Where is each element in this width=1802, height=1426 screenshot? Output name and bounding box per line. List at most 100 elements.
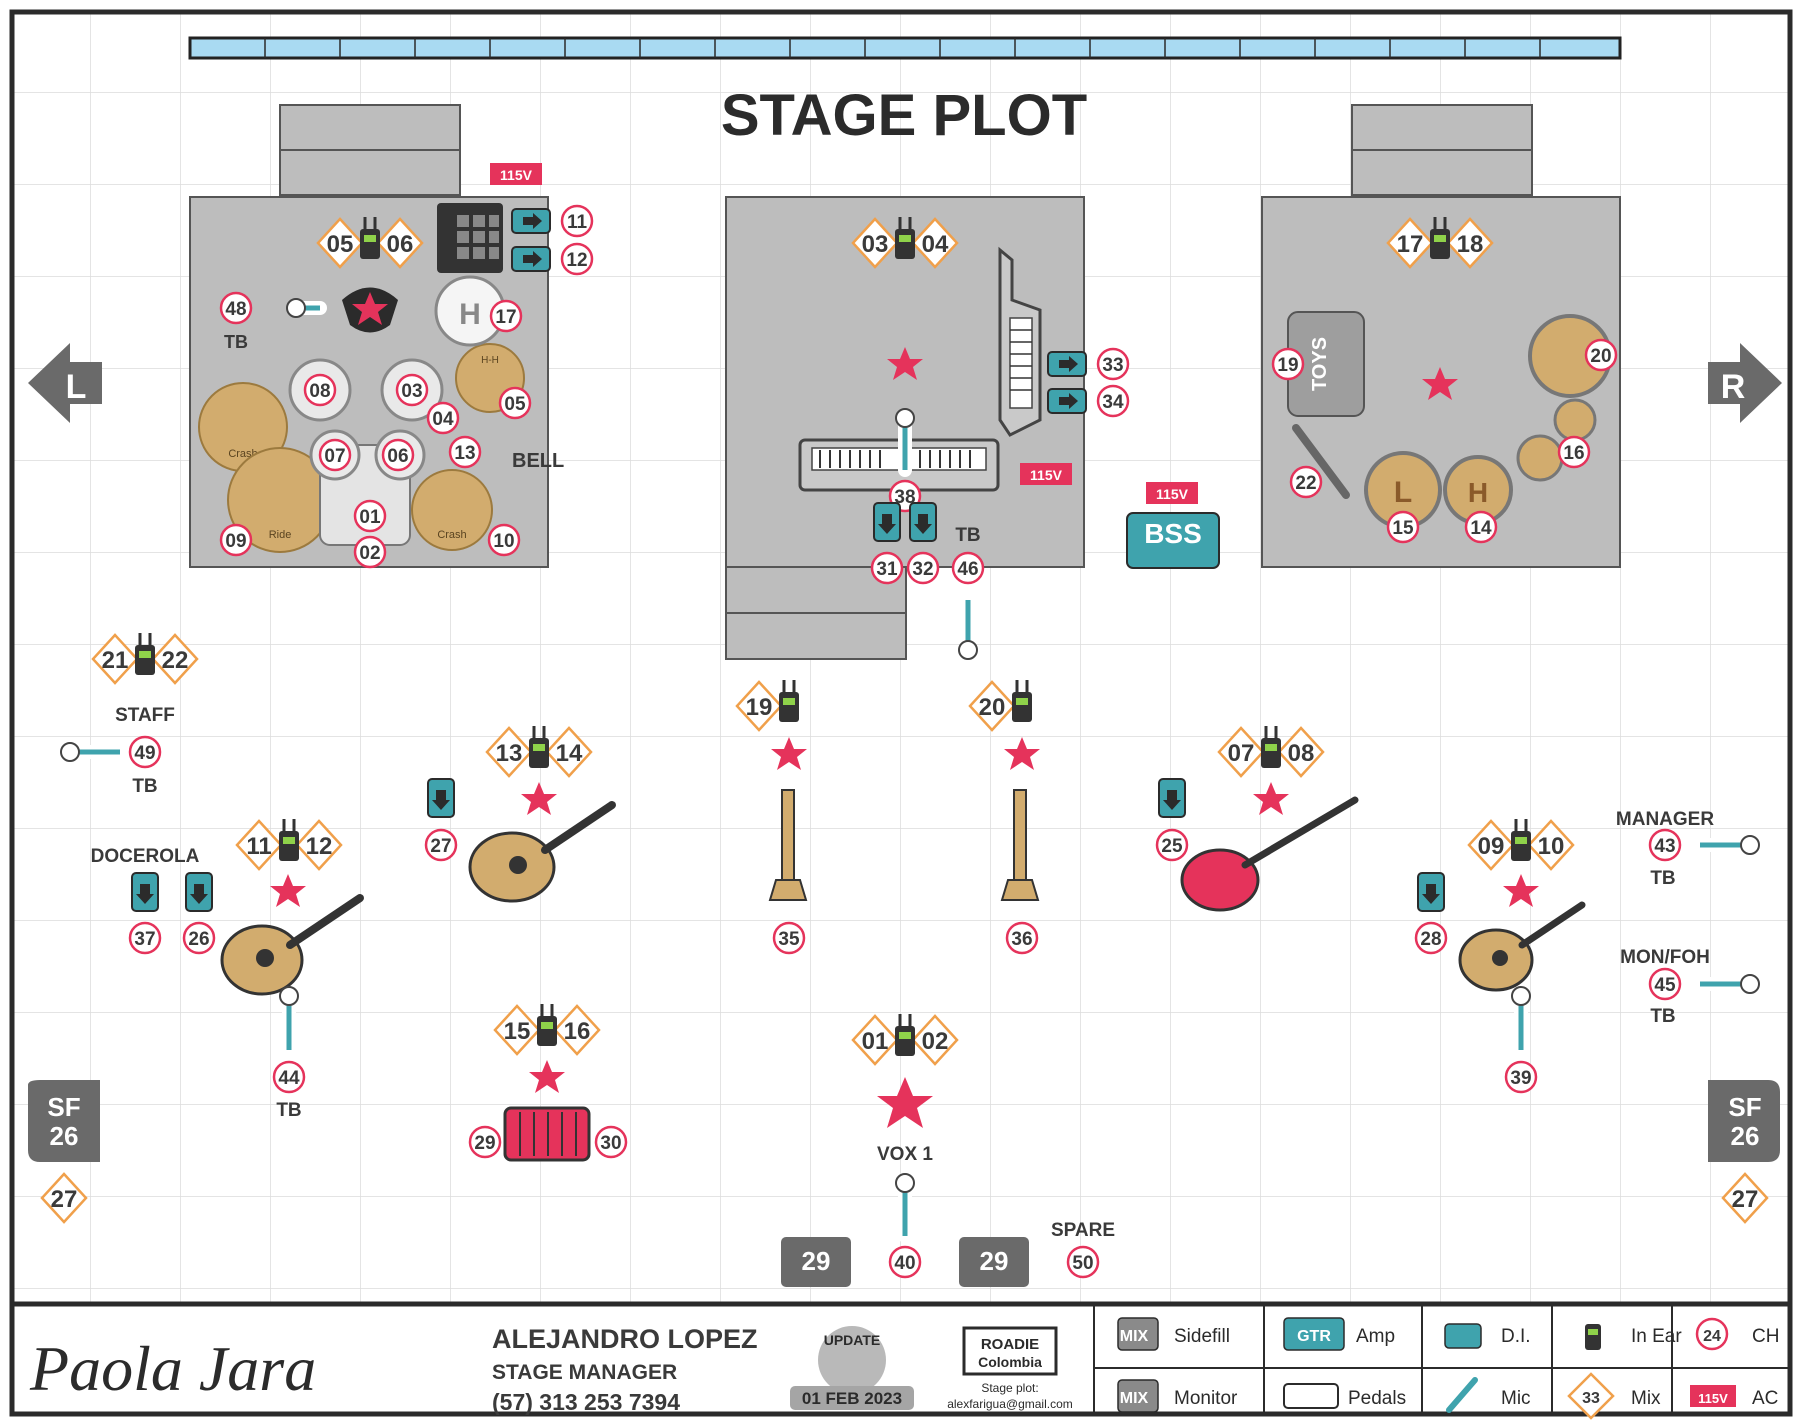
svg-text:46: 46 bbox=[957, 559, 978, 580]
keys-mix-03: 03 bbox=[851, 217, 899, 269]
ch-badge: 36 bbox=[1005, 921, 1039, 955]
vox-label: VOX 1 bbox=[877, 1144, 933, 1165]
ch-badge: 02 bbox=[353, 535, 387, 569]
svg-text:37: 37 bbox=[134, 929, 155, 950]
keyboard-rig bbox=[798, 246, 1042, 492]
vox-mix-02: 02 bbox=[911, 1014, 959, 1066]
svg-text:45: 45 bbox=[1654, 975, 1676, 996]
horn-right-mix-20: 20 bbox=[968, 680, 1016, 732]
svg-text:27: 27 bbox=[51, 1186, 78, 1213]
svg-text:H-H: H-H bbox=[481, 355, 499, 366]
svg-text:MIX: MIX bbox=[1120, 1328, 1149, 1345]
svg-text:CH: CH bbox=[1752, 1326, 1779, 1347]
ch-badge: 08 bbox=[303, 373, 337, 407]
ch-badge: 35 bbox=[772, 921, 806, 955]
svg-text:14: 14 bbox=[1470, 518, 1492, 539]
tb-label-43: TB bbox=[1650, 868, 1675, 889]
svg-text:H: H bbox=[459, 298, 481, 331]
accordion bbox=[503, 1106, 591, 1162]
svg-text:17: 17 bbox=[495, 307, 516, 328]
mic-icon bbox=[1511, 986, 1531, 1057]
svg-text:27: 27 bbox=[1732, 1186, 1759, 1213]
keys-mix-04: 04 bbox=[911, 217, 959, 269]
di-box-icon bbox=[511, 208, 551, 234]
svg-text:GTR: GTR bbox=[1297, 1328, 1331, 1345]
percussion-stand bbox=[1292, 424, 1350, 499]
accordion-mix-15: 15 bbox=[493, 1004, 541, 1056]
mic-icon bbox=[286, 298, 327, 318]
svg-text:50: 50 bbox=[1072, 1253, 1093, 1274]
ch-badge: 49 bbox=[128, 735, 162, 769]
in-ear-pack-icon bbox=[895, 217, 915, 259]
bass-guitar bbox=[1180, 796, 1359, 912]
legend-item: Pedals bbox=[1283, 1383, 1406, 1409]
bell-label: BELL bbox=[512, 450, 564, 472]
trumpet-right bbox=[1000, 789, 1040, 901]
accordion-mix-16: 16 bbox=[553, 1004, 601, 1056]
staff-mix-22: 22 bbox=[151, 633, 199, 685]
in-ear-pack-icon bbox=[1511, 819, 1531, 861]
artist-signature: Paola Jara bbox=[29, 1333, 316, 1404]
ch-badge: 30 bbox=[594, 1125, 628, 1159]
svg-text:15: 15 bbox=[504, 1018, 531, 1045]
ch-badge: 50 bbox=[1066, 1245, 1100, 1279]
di-box-icon bbox=[511, 246, 551, 272]
svg-text:TOYS: TOYS bbox=[1309, 337, 1331, 391]
svg-text:12: 12 bbox=[306, 833, 333, 860]
svg-text:06: 06 bbox=[387, 446, 408, 467]
guitar-center-mix-14: 14 bbox=[545, 726, 593, 778]
svg-text:08: 08 bbox=[309, 381, 330, 402]
svg-text:29: 29 bbox=[980, 1246, 1009, 1276]
floor-monitor-left: 29 bbox=[781, 1237, 851, 1287]
ch-badge: 45 bbox=[1648, 967, 1682, 1001]
svg-text:UPDATE: UPDATE bbox=[824, 1332, 881, 1348]
staff-mix-21: 21 bbox=[91, 633, 139, 685]
svg-text:10: 10 bbox=[1538, 833, 1565, 860]
svg-text:MIX: MIX bbox=[1120, 1390, 1149, 1407]
sidefill-mix-right: 27 bbox=[1721, 1172, 1769, 1224]
svg-text:Amp: Amp bbox=[1356, 1326, 1395, 1347]
crash-cymbal-right bbox=[411, 469, 493, 551]
di-box-icon bbox=[427, 778, 455, 818]
svg-text:20: 20 bbox=[979, 694, 1006, 721]
stage-left-arrow: L bbox=[28, 343, 102, 423]
guitar-center-mix-13: 13 bbox=[485, 726, 533, 778]
tb-label-44: TB bbox=[276, 1100, 301, 1121]
ch-badge: 46 bbox=[951, 551, 985, 585]
acoustic-guitar-right bbox=[1458, 901, 1586, 992]
svg-text:32: 32 bbox=[912, 559, 933, 580]
perc-mix-18: 18 bbox=[1446, 217, 1494, 269]
svg-text:26: 26 bbox=[188, 929, 209, 950]
mic-icon bbox=[1693, 835, 1760, 855]
svg-text:L: L bbox=[1394, 476, 1412, 509]
svg-text:115V: 115V bbox=[500, 167, 533, 183]
svg-text:22: 22 bbox=[162, 647, 189, 674]
update-stamp: UPDATE 01 FEB 2023 bbox=[790, 1326, 914, 1410]
svg-text:27: 27 bbox=[430, 836, 451, 857]
legend-item: GTR Amp bbox=[1283, 1317, 1395, 1351]
di-box-icon bbox=[909, 502, 937, 542]
svg-text:33: 33 bbox=[1102, 355, 1123, 376]
svg-text:10: 10 bbox=[493, 531, 514, 552]
ch-badge: 19 bbox=[1271, 347, 1305, 381]
svg-text:BSS: BSS bbox=[1144, 518, 1202, 549]
ch-badge: 12 bbox=[560, 242, 594, 276]
svg-text:06: 06 bbox=[387, 231, 414, 258]
svg-text:29: 29 bbox=[474, 1133, 495, 1154]
svg-text:Colombia: Colombia bbox=[978, 1354, 1042, 1370]
ch-badge: 06 bbox=[381, 438, 415, 472]
power-badge-bss: 115V bbox=[1146, 482, 1198, 504]
di-box-icon bbox=[1047, 388, 1087, 414]
manager-role: STAGE MANAGER bbox=[492, 1361, 677, 1384]
ch-badge: 43 bbox=[1648, 828, 1682, 862]
ch-badge: 17 bbox=[489, 299, 523, 333]
in-ear-pack-icon bbox=[1261, 726, 1281, 768]
svg-text:02: 02 bbox=[359, 543, 380, 564]
guitar-right-mix-09: 09 bbox=[1467, 819, 1515, 871]
legend-item: In Ear bbox=[1585, 1324, 1682, 1350]
ch-badge: 44 bbox=[272, 1060, 306, 1094]
mic-icon bbox=[958, 593, 978, 660]
in-ear-pack-icon bbox=[1430, 217, 1450, 259]
